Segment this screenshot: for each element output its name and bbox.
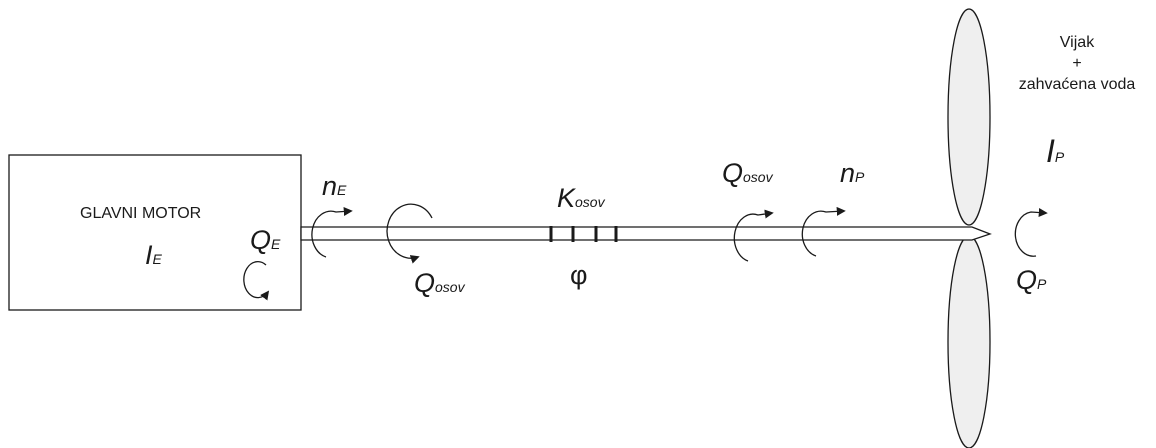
propeller-speed-label: nP <box>840 158 865 188</box>
shaft-stiffness-label: Kosov <box>557 183 605 213</box>
engine-torque-label: QE <box>250 225 281 255</box>
propeller-torque-arrow <box>1014 208 1048 257</box>
shaft-torque-arrow-right <box>733 209 774 262</box>
propeller-shaft <box>300 226 992 241</box>
main-engine-title: GLAVNI MOTOR <box>80 205 202 222</box>
shaft-torque-label-left: Qosov <box>414 268 465 298</box>
engine-speed-label: nE <box>322 171 347 201</box>
main-engine-box <box>8 154 302 311</box>
propeller-torque-label: QP <box>1016 265 1047 295</box>
propeller-speed-arrow <box>801 206 846 257</box>
shaft-stiffness-marks <box>549 226 618 242</box>
shaft-torque-arrow-left <box>386 203 433 264</box>
engine-speed-arrow <box>311 206 353 258</box>
shaft-torque-label-right: Qosov <box>722 158 773 188</box>
propeller-inertia-label: IP <box>1046 133 1065 169</box>
propeller-caption-line2: + <box>1072 55 1082 72</box>
twist-angle-label: φ <box>570 260 588 290</box>
engine-inertia-label: IE <box>145 240 162 270</box>
engine-torque-arrow <box>243 260 270 301</box>
propeller-caption-line1: Vijak <box>1059 34 1095 51</box>
propeller-blade-upper <box>947 8 991 226</box>
propeller-caption: Vijak + zahvaćena voda <box>1002 32 1152 95</box>
propeller-blade-lower <box>947 235 991 448</box>
propeller-caption-line3: zahvaćena voda <box>1018 76 1136 93</box>
